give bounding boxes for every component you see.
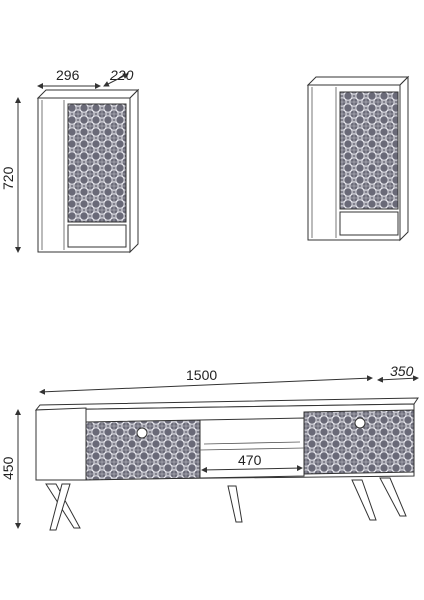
dimension-tv-stand-width: 1500 — [39, 367, 373, 395]
tv-stand-height-label: 450 — [0, 456, 16, 480]
door-knob — [354, 417, 366, 429]
tv-stand-shelf-width-label: 470 — [238, 452, 262, 468]
dimension-wall-cabinet-width: 296 — [37, 67, 101, 89]
wall-cabinet-left — [36, 88, 140, 254]
wall-cabinet-right — [306, 75, 410, 242]
tv-stand-width-label: 1500 — [186, 367, 217, 383]
wall-cabinet-depth-label: 220 — [109, 67, 134, 83]
door-knob — [136, 427, 148, 439]
cabinet-door-lattice — [339, 91, 399, 210]
tv-stand-depth-label: 350 — [390, 363, 414, 379]
dimension-tv-stand-depth: 350 — [377, 363, 419, 383]
dimension-tv-stand-shelf: 470 — [201, 452, 303, 473]
wall-cabinet-height-label: 720 — [0, 166, 16, 190]
tv-stand-leg — [351, 479, 377, 521]
dimension-wall-cabinet-height: 720 — [0, 97, 21, 253]
dimension-tv-stand-height: 450 — [0, 409, 21, 529]
tv-stand — [34, 397, 419, 531]
tv-stand-leg — [227, 485, 243, 523]
cabinet-door-lattice — [67, 103, 127, 223]
wall-cabinet-width-label: 296 — [56, 67, 80, 83]
tv-stand-leg — [49, 483, 71, 531]
dimension-wall-cabinet-depth: 220 — [103, 67, 134, 87]
tv-stand-leg — [379, 477, 407, 517]
